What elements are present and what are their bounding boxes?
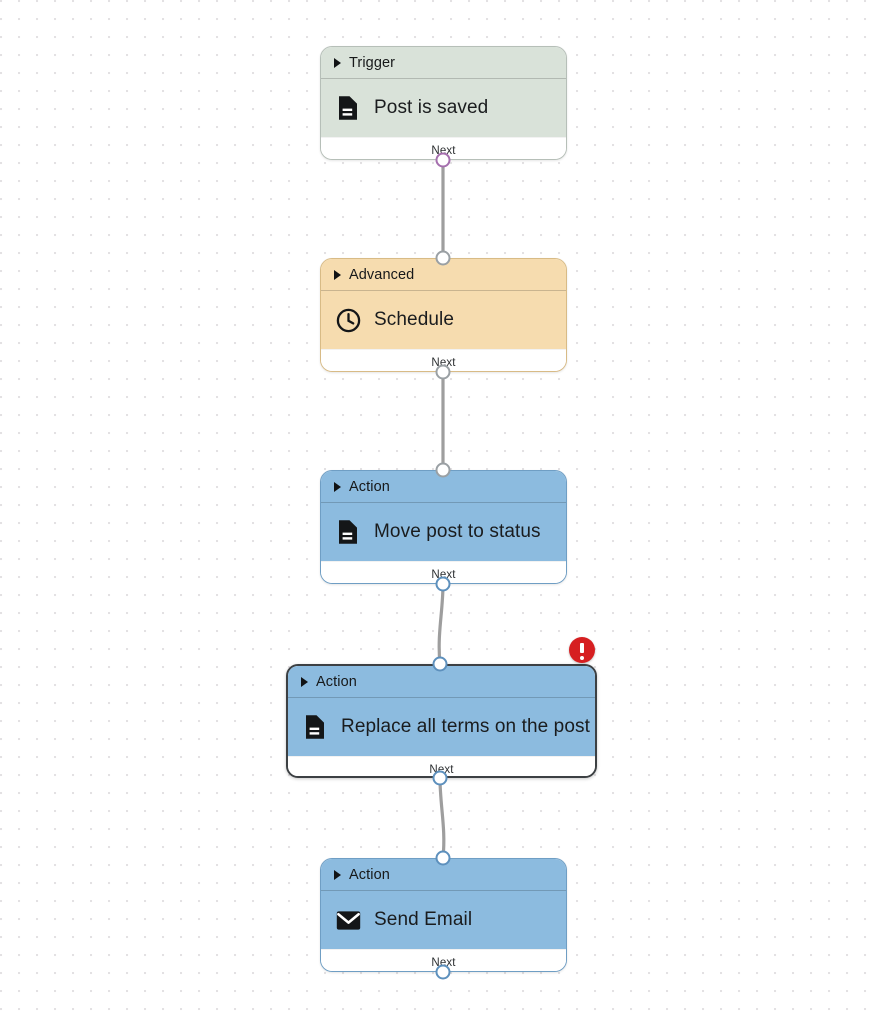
edge-move-post-to-replace-terms[interactable] xyxy=(437,582,445,666)
node-title: Post is saved xyxy=(374,97,489,118)
node-error-badge[interactable] xyxy=(569,637,595,663)
in-port-action-move[interactable] xyxy=(435,462,451,478)
out-port-action-send-email[interactable] xyxy=(435,964,451,980)
node-body[interactable]: Move post to status xyxy=(321,502,566,561)
collapse-caret-icon[interactable] xyxy=(334,269,341,280)
collapse-caret-icon[interactable] xyxy=(334,57,341,68)
node-kind-label: Advanced xyxy=(349,266,415,283)
node-title: Send Email xyxy=(374,909,473,930)
node-kind-label: Action xyxy=(349,866,390,883)
document-icon xyxy=(335,519,361,545)
document-icon xyxy=(335,95,361,121)
edge-replace-terms-to-send-email[interactable] xyxy=(438,776,446,860)
node-body[interactable]: Replace all terms on the post xyxy=(288,697,595,756)
out-port-action-replace[interactable] xyxy=(432,770,448,786)
document-icon xyxy=(302,714,328,740)
node-title: Move post to status xyxy=(374,521,541,542)
node-title: Schedule xyxy=(374,309,455,330)
node-next-connector-row[interactable]: Next xyxy=(321,137,566,159)
node-kind-label: Action xyxy=(316,673,357,690)
collapse-caret-icon[interactable] xyxy=(334,481,341,492)
node-body[interactable]: Send Email xyxy=(321,890,566,949)
out-port-advanced[interactable] xyxy=(435,364,451,380)
in-port-action-replace[interactable] xyxy=(432,656,448,672)
node-kind-label: Trigger xyxy=(349,54,396,71)
node-header[interactable]: Action xyxy=(321,471,566,502)
node-next-connector-row[interactable]: Next xyxy=(321,949,566,971)
out-port-action-move[interactable] xyxy=(435,576,451,592)
node-kind-label: Action xyxy=(349,478,390,495)
out-port-trigger[interactable] xyxy=(435,152,451,168)
clock-icon xyxy=(335,307,361,333)
node-header[interactable]: Action xyxy=(288,666,595,697)
envelope-icon xyxy=(335,907,361,933)
node-body[interactable]: Post is saved xyxy=(321,78,566,137)
collapse-caret-icon[interactable] xyxy=(301,676,308,687)
node-header[interactable]: Advanced xyxy=(321,259,566,290)
in-port-advanced[interactable] xyxy=(435,250,451,266)
node-next-connector-row[interactable]: Next xyxy=(321,349,566,371)
node-title: Replace all terms on the post xyxy=(341,716,590,737)
node-header[interactable]: Trigger xyxy=(321,47,566,78)
node-next-connector-row[interactable]: Next xyxy=(321,561,566,583)
collapse-caret-icon[interactable] xyxy=(334,869,341,880)
error-exclamation-icon xyxy=(580,643,584,660)
in-port-action-send-email[interactable] xyxy=(435,850,451,866)
node-body[interactable]: Schedule xyxy=(321,290,566,349)
